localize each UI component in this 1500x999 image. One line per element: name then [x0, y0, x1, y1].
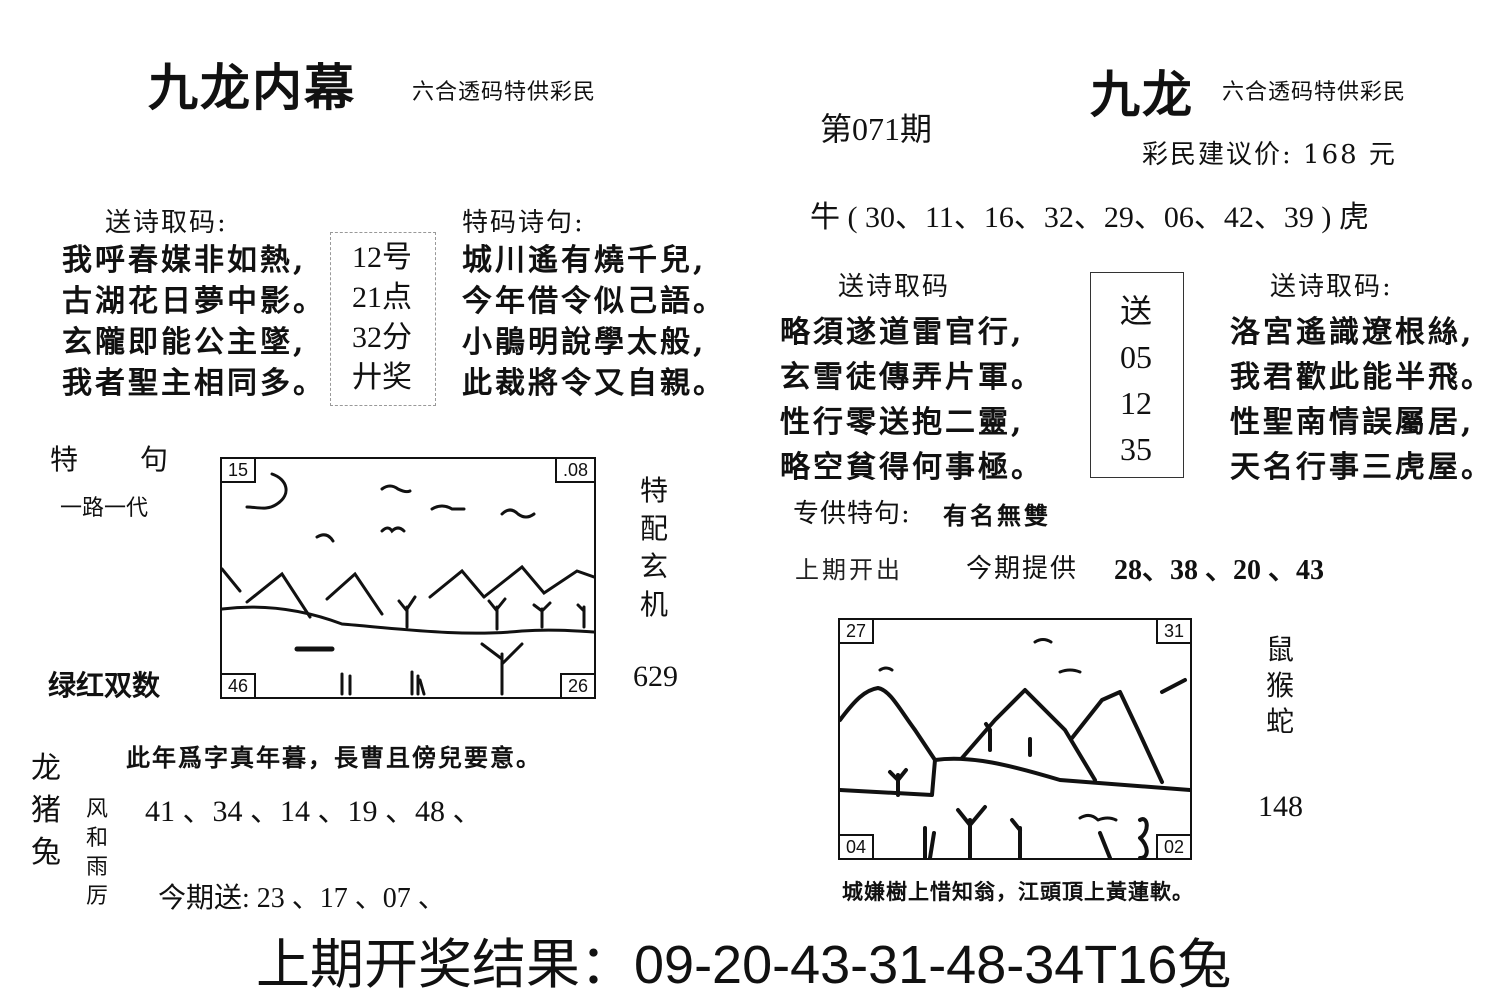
- zodiac-char: 龙: [31, 751, 61, 786]
- provide-label: 今期提供: [966, 554, 1079, 584]
- poem-line: 此裁將令又自親。: [462, 366, 726, 401]
- picture-corner-top-left: 15: [220, 457, 257, 483]
- poem-line: 今年借令似己語。: [462, 284, 726, 319]
- center-box-item: 05: [1120, 339, 1152, 375]
- right-poem-left-heading: 送诗取码: [838, 272, 951, 302]
- zodiac-char: 兔: [31, 835, 61, 870]
- left-poem-left: 我呼春媒非如熱, 古湖花日夢中影。 玄隴即能公主墜, 我者聖主相同多。: [62, 240, 326, 404]
- price: 彩民建议价: 168 元: [1142, 140, 1397, 170]
- provide-numbers: 28、38 、20 、43: [1114, 555, 1325, 586]
- center-box-item: 12: [1120, 385, 1152, 421]
- special-label: 专供特句:: [793, 499, 911, 529]
- color-label: 绿红双数: [48, 669, 161, 702]
- poem-line: 洛宮遙識遼根絲,: [1230, 315, 1475, 350]
- vertical-char: 特: [639, 474, 668, 507]
- left-title: 九龙内幕: [148, 58, 356, 117]
- special-sentence-label: 特 句: [50, 443, 171, 476]
- poem-line: 略空貧得何事極。: [780, 450, 1044, 485]
- left-vertical-label: 特 配 玄 机: [638, 472, 670, 624]
- center-box-item: 12号: [352, 241, 412, 274]
- left-poem-right-heading: 特码诗句:: [462, 208, 585, 238]
- landscape-drawing-icon: [220, 472, 596, 696]
- center-box-item: 廾奖: [352, 361, 412, 394]
- poem-line: 小鵑明說學太般,: [462, 325, 707, 360]
- left-vertical-value: 629: [633, 660, 678, 693]
- weather-char: 雨: [85, 855, 108, 880]
- poem-line: 玄隴即能公主墜,: [62, 325, 307, 360]
- vertical-char: 猴: [1265, 669, 1294, 702]
- left-numbers: 41 、34 、14 、19 、48 、: [145, 795, 483, 828]
- poem-line: 略須遂道雷官行,: [780, 315, 1025, 350]
- previous-draw-result: 上期开奖结果：09-20-43-31-48-34T16兔: [256, 935, 1232, 995]
- poem-line: 玄雪徒傳弄片軍。: [780, 360, 1044, 395]
- left-center-box: [330, 232, 436, 406]
- range-line: 牛 ( 30、11、16、32、29、06、42、39 ) 虎: [810, 201, 1369, 234]
- poem-line: 性聖南情誤屬居,: [1230, 405, 1475, 440]
- right-landscape-picture: 27 31 04 02: [838, 618, 1192, 860]
- left-poem-left-heading: 送诗取码:: [105, 208, 228, 238]
- weather-char: 和: [85, 826, 108, 851]
- right-title: 九龙: [1090, 65, 1194, 124]
- special-sentence-value: 一路一代: [60, 496, 149, 521]
- picture-corner-bottom-left: 04: [838, 834, 875, 860]
- left-verse: 此年爲字真年暮，長曹且傍兒要意。: [126, 743, 542, 772]
- picture-corner-top-right: 31: [1155, 618, 1192, 644]
- picture-corner-top-left: 27: [838, 618, 875, 644]
- right-poem-right-heading: 送诗取码:: [1270, 272, 1393, 302]
- vertical-char: 玄: [639, 550, 668, 583]
- left-poem-right: 城川遙有燒千兒, 今年借令似己語。 小鵑明說學太般, 此裁將令又自親。: [462, 240, 726, 404]
- zodiac-char: 猪: [31, 793, 61, 828]
- vertical-char: 蛇: [1265, 705, 1294, 738]
- weather-char: 厉: [85, 884, 108, 909]
- vertical-char: 鼠: [1265, 633, 1294, 666]
- poem-line: 古湖花日夢中影。: [62, 284, 326, 319]
- poem-line: 我呼春媒非如熱,: [62, 243, 307, 278]
- center-box-item: 32分: [352, 321, 412, 354]
- picture-corner-top-right: .08: [554, 457, 596, 483]
- poem-line: 天名行事三虎屋。: [1230, 450, 1494, 485]
- right-poem-right: 洛宮遙識遼根絲, 我君歡此能半飛。 性聖南情誤屬居, 天名行事三虎屋。: [1230, 310, 1494, 490]
- poem-line: 城川遙有燒千兒,: [462, 243, 707, 278]
- right-center-box: [1090, 272, 1184, 478]
- left-landscape-picture: 15 .08 46 26: [220, 457, 596, 699]
- picture-corner-bottom-left: 46: [220, 673, 257, 699]
- last-issue-label: 上期开出: [795, 556, 903, 584]
- vertical-char: 机: [639, 588, 668, 621]
- special-value: 有名無雙: [943, 501, 1051, 530]
- right-subtitle: 六合透码特供彩民: [1222, 80, 1407, 105]
- poem-line: 性行零送抱二靈,: [780, 405, 1025, 440]
- weather-column: 风 和 雨 厉: [82, 795, 112, 911]
- center-box-item: 35: [1120, 431, 1152, 467]
- issue-number: 第071期: [820, 111, 933, 147]
- right-vertical-label: 鼠 猴 蛇: [1263, 632, 1297, 740]
- left-subtitle: 六合透码特供彩民: [412, 80, 597, 105]
- picture-corner-bottom-right: 02: [1155, 834, 1192, 860]
- picture-corner-bottom-right: 26: [559, 673, 596, 699]
- vertical-char: 配: [639, 512, 668, 545]
- center-box-item: 送: [1119, 293, 1152, 329]
- zodiac-column: 龙 猪 兔: [28, 748, 64, 874]
- right-caption: 城嫌樹上惜知翁，江頭頂上黃蓮軟。: [842, 879, 1194, 904]
- center-box-item: 21点: [352, 281, 412, 314]
- landscape-drawing-icon: [838, 638, 1192, 860]
- poem-line: 我者聖主相同多。: [62, 366, 326, 401]
- left-center-box-content: 12号 21点 32分 廾奖: [330, 238, 434, 398]
- today-send: 今期送: 23 、17 、07 、: [158, 883, 446, 914]
- right-center-box-content: 送 05 12 35: [1090, 288, 1182, 472]
- right-poem-left: 略須遂道雷官行, 玄雪徒傳弄片軍。 性行零送抱二靈, 略空貧得何事極。: [780, 310, 1044, 490]
- right-vertical-value: 148: [1258, 790, 1303, 823]
- poem-line: 我君歡此能半飛。: [1230, 360, 1494, 395]
- weather-char: 风: [85, 797, 108, 822]
